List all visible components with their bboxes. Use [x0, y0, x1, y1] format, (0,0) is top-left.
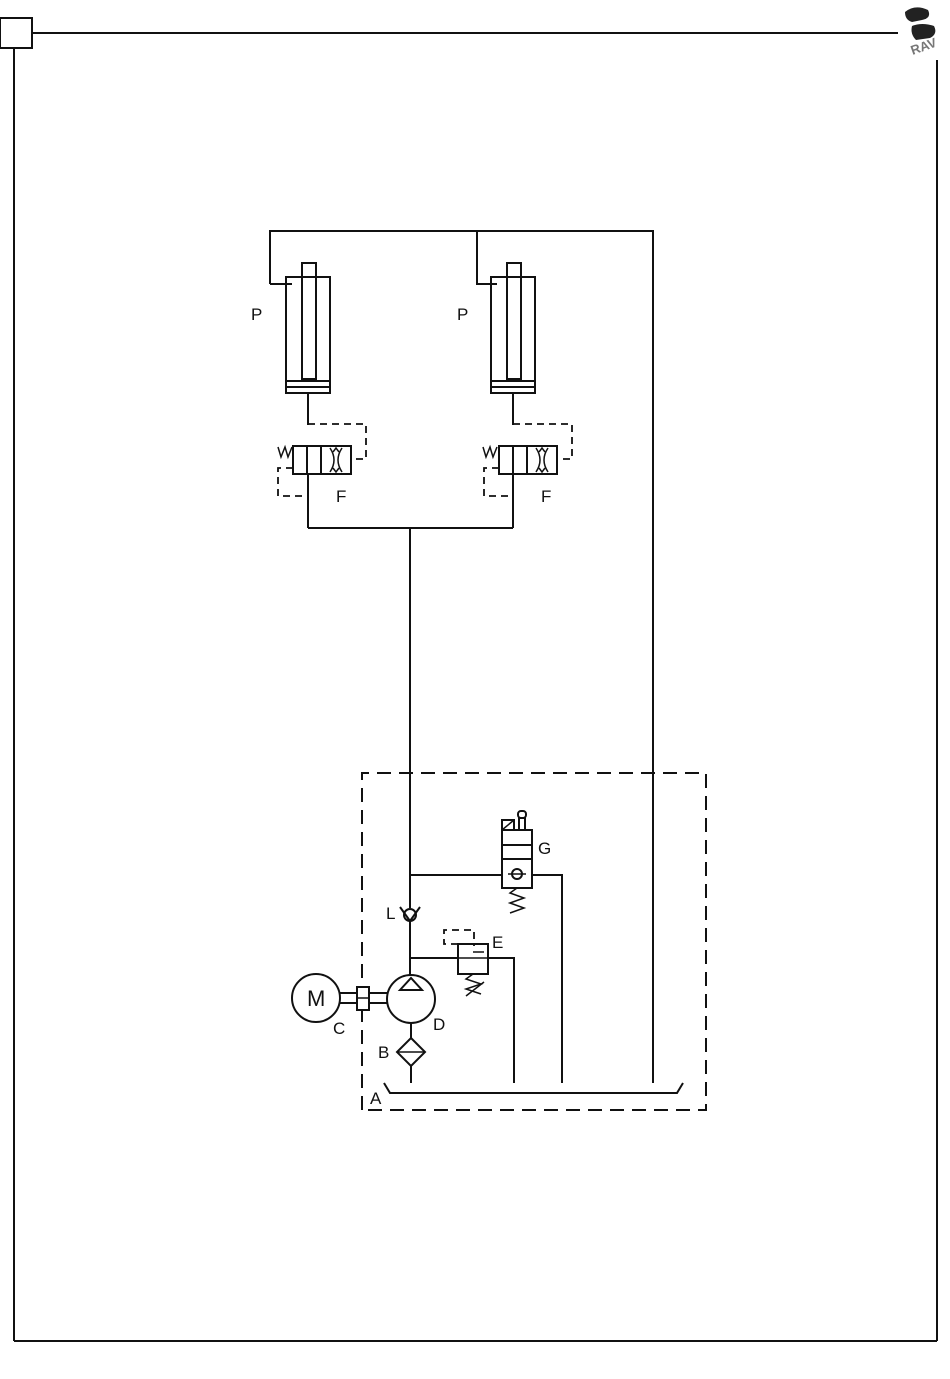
return-line: [270, 231, 653, 1083]
label-filter: B: [378, 1043, 389, 1062]
valve-right: [483, 424, 572, 528]
label-motor-symbol: M: [307, 986, 325, 1011]
valve-left: [278, 424, 366, 528]
logo-text: RAV: [909, 35, 939, 58]
page-frame: [0, 18, 937, 1341]
filter: [397, 1038, 425, 1083]
label-tank: A: [370, 1089, 382, 1108]
tank: [384, 1083, 683, 1093]
check-valve: [400, 907, 420, 975]
label-check-valve: L: [386, 904, 395, 923]
label-valve-right: F: [541, 487, 551, 506]
cylinder-right: [491, 263, 535, 425]
brand-logo: RAV: [905, 7, 939, 57]
label-solenoid-valve: G: [538, 839, 551, 858]
label-pump: D: [433, 1015, 445, 1034]
cylinder-left: [286, 263, 330, 425]
label-relief-valve: E: [492, 933, 503, 952]
label-coupling: C: [333, 1019, 345, 1038]
label-valve-left: F: [336, 487, 346, 506]
relief-valve: [410, 930, 514, 1083]
label-cylinder-left: P: [251, 305, 262, 324]
supply-line: [308, 528, 513, 908]
label-cylinder-right: P: [457, 305, 468, 324]
power-unit-box: [362, 773, 706, 1110]
pump: [387, 975, 435, 1038]
